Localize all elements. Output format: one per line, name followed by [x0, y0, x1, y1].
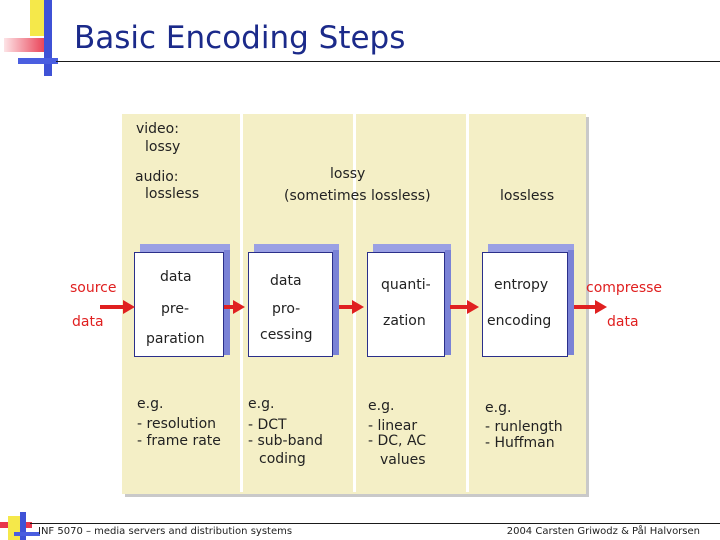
page-title: Basic Encoding Steps	[74, 20, 406, 56]
lossy-sublabel: (sometimes lossless)	[284, 188, 431, 204]
example-line: - DC, AC	[368, 433, 427, 449]
box-side-face	[445, 250, 451, 355]
step-label: cessing	[260, 327, 313, 343]
step-label: pro-	[272, 301, 301, 317]
arrow-compressed-out	[574, 300, 608, 314]
arrow-head	[352, 300, 364, 314]
footer-rule	[30, 523, 720, 524]
box-front-face	[248, 252, 333, 357]
box-top-face	[488, 244, 574, 252]
audio-value: lossless	[145, 186, 200, 202]
step-label: entropy	[494, 277, 549, 293]
footer-decor-blue	[20, 512, 26, 540]
audio-label: audio:	[135, 169, 179, 185]
box-side-face	[224, 250, 230, 355]
footer-course: INF 5070 – media servers and distributio…	[38, 526, 293, 537]
example-line: values	[380, 452, 426, 468]
arrow-head	[123, 300, 135, 314]
step-box-entropy-encoding: entropy encoding	[482, 244, 574, 357]
box-top-face	[373, 244, 451, 252]
step-label: zation	[383, 313, 426, 329]
arrow-head	[467, 300, 479, 314]
step-label: paration	[146, 331, 205, 347]
encoding-diagram: video: lossy audio: lossless lossy (some…	[122, 114, 586, 494]
step-label: data	[270, 273, 302, 289]
box-front-face	[367, 252, 445, 357]
source-label: source	[70, 280, 117, 296]
video-label: video:	[136, 121, 179, 137]
step-label: data	[160, 269, 192, 285]
example-line: e.g.	[368, 398, 395, 414]
step-label: pre-	[161, 301, 189, 317]
example-line: - runlength	[485, 419, 563, 435]
example-line: coding	[259, 451, 306, 467]
arrow-right	[224, 300, 245, 314]
arrow-shaft	[339, 305, 353, 309]
box-front-face	[482, 252, 568, 357]
box-top-face	[254, 244, 339, 252]
footer-decor-blue-horizontal	[14, 532, 40, 536]
box-side-face	[333, 250, 339, 355]
decor-blue-bar-vertical	[44, 0, 52, 76]
step-box-quantization: quanti- zation	[367, 244, 451, 357]
example-line: - DCT	[248, 417, 287, 433]
compressed-label: data	[607, 314, 639, 330]
example-line: e.g.	[137, 396, 164, 412]
example-line: - resolution	[137, 416, 217, 432]
example-line: - sub-band	[248, 433, 323, 449]
box-top-face	[140, 244, 230, 252]
video-value: lossy	[145, 139, 181, 155]
arrow-head	[233, 300, 245, 314]
arrow-head	[595, 300, 607, 314]
compressed-label: compresse	[586, 280, 663, 296]
arrow-shaft	[574, 305, 596, 309]
footer-authors: 2004 Carsten Griwodz & Pål Halvorsen	[506, 526, 700, 537]
arrow-shaft	[100, 305, 124, 309]
arrow-right	[339, 300, 365, 314]
example-line: - Huffman	[485, 435, 555, 451]
decor-red-bar	[4, 38, 48, 52]
lossless-label: lossless	[500, 188, 555, 204]
box-side-face	[568, 250, 574, 355]
example-line: - frame rate	[137, 433, 221, 449]
arrow-source-in	[100, 300, 136, 314]
source-label: data	[72, 314, 104, 330]
step-label: encoding	[487, 313, 552, 329]
step-box-data-preparation: data pre- paration	[134, 244, 230, 357]
example-line: e.g.	[485, 400, 512, 416]
example-line: e.g.	[248, 396, 275, 412]
lossy-label: lossy	[330, 166, 366, 182]
arrow-shaft	[224, 305, 234, 309]
arrow-shaft	[450, 305, 468, 309]
box-front-face	[134, 252, 224, 357]
arrow-right	[450, 300, 480, 314]
step-label: quanti-	[381, 277, 431, 293]
step-box-data-processing: data pro- cessing	[248, 244, 339, 357]
title-rule	[56, 61, 720, 62]
decor-blue-bar-horizontal	[18, 58, 58, 64]
example-line: - linear	[368, 418, 418, 434]
